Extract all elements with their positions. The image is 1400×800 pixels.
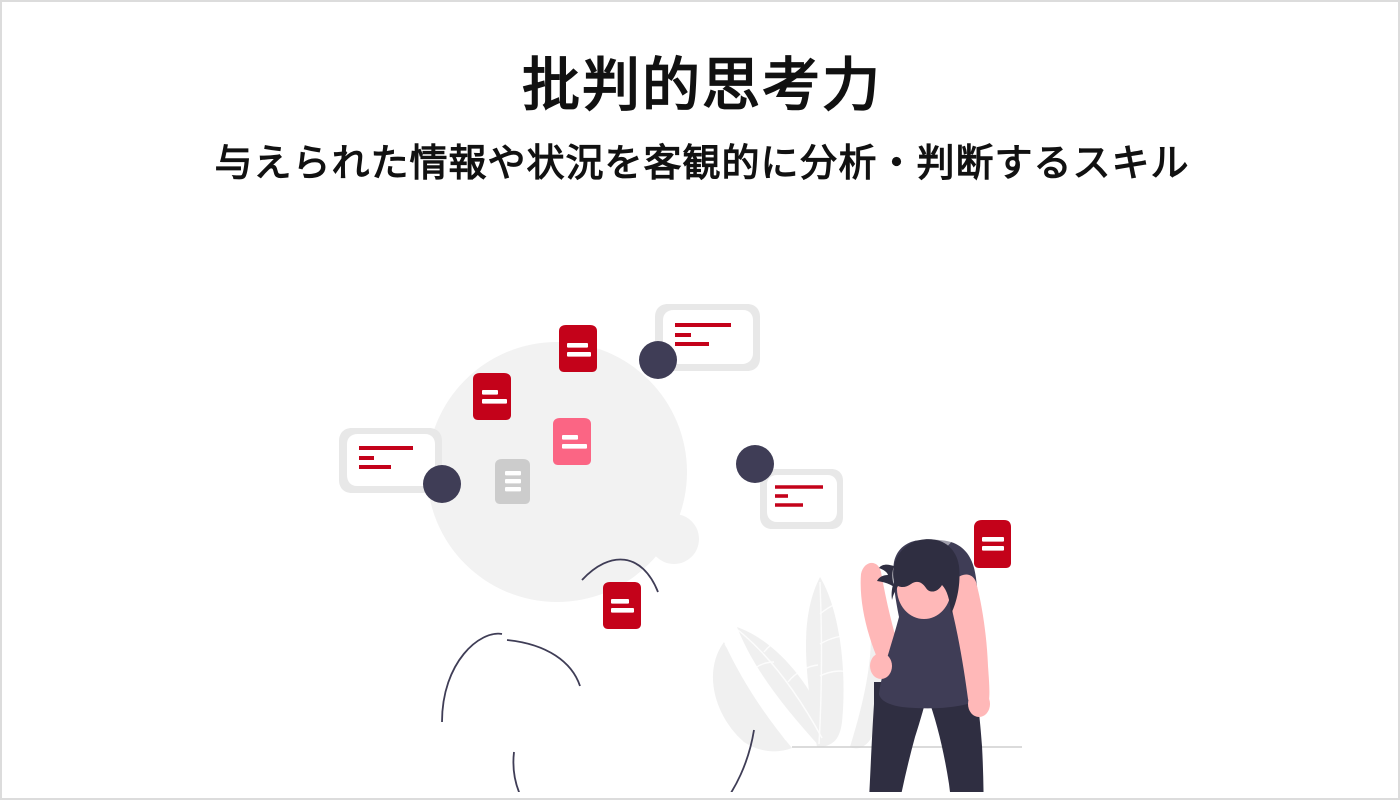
small-backdrop-circle — [649, 514, 699, 564]
illustration-container — [2, 252, 1398, 792]
person-hair — [891, 539, 960, 614]
person-right-hand — [968, 691, 990, 717]
standing-person — [860, 538, 990, 792]
person-pants — [869, 682, 984, 792]
person-hair-tuft — [877, 564, 894, 587]
node-dot-right — [736, 445, 774, 483]
person-left-hand — [870, 653, 892, 679]
page-subtitle: 与えられた情報や状況を客観的に分析・判断するスキル — [214, 142, 1190, 185]
speech-bubble-right — [760, 469, 843, 529]
person-right-arm — [950, 574, 990, 708]
doc-tag-red-top — [559, 325, 597, 372]
bubble-text-lines — [675, 323, 731, 346]
doc-tag-in-hand — [974, 520, 1011, 568]
speech-bubble-left — [339, 428, 442, 493]
node-dot-left — [423, 465, 461, 503]
speech-bubble-top-right — [655, 304, 760, 371]
header-block: 批判的思考力 与えられた情報や状況を客観的に分析・判断するスキル — [2, 2, 1398, 187]
doc-tag-gray — [495, 459, 530, 504]
doc-tag-pink — [553, 418, 591, 465]
bubble-text-lines — [775, 485, 823, 507]
node-dot-top-right — [639, 341, 677, 379]
large-backdrop-circle — [427, 342, 687, 602]
connector-curves — [441, 558, 755, 792]
person-left-arm — [860, 562, 900, 663]
bubble-text-lines — [359, 446, 413, 469]
doc-tag-red-left — [473, 373, 511, 420]
background-plant-leaves — [712, 577, 886, 752]
doc-tag-red-bottom — [603, 582, 641, 629]
page-title: 批判的思考力 — [521, 53, 882, 118]
